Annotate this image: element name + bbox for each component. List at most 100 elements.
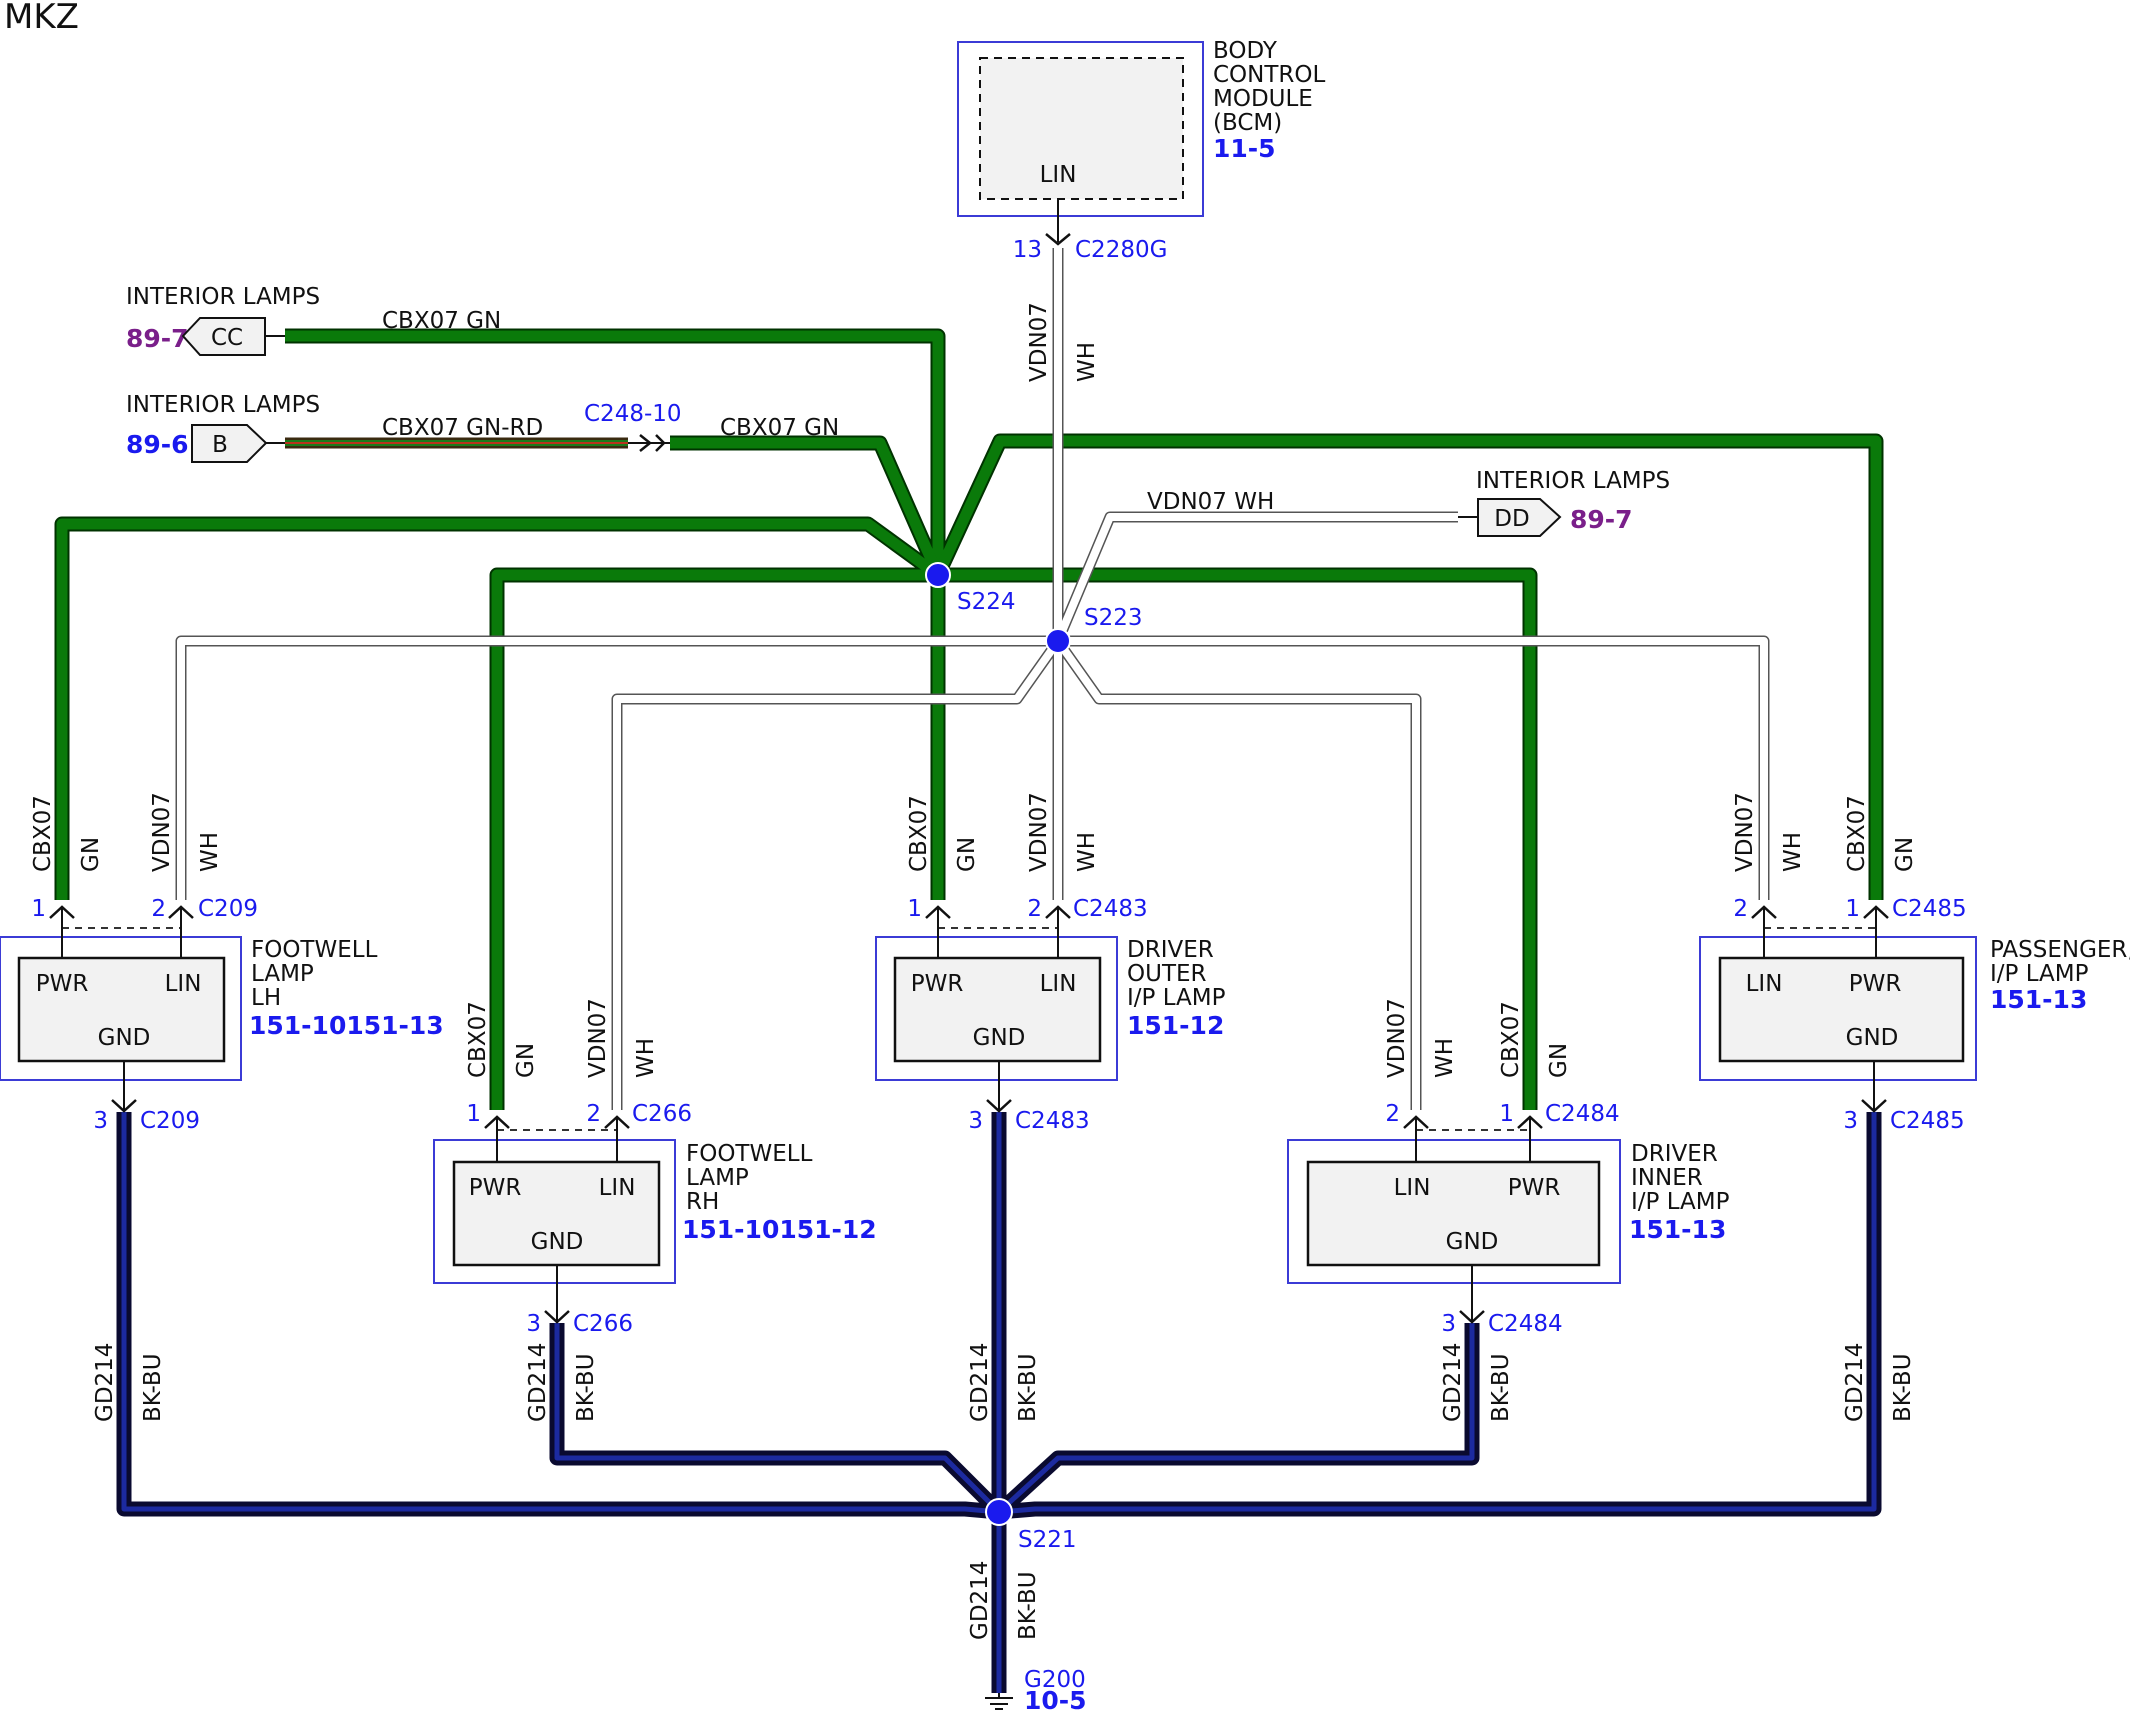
inline-connector-label: C248-10: [584, 401, 682, 427]
interior-lamps-dd: VDN07 WH DD INTERIOR LAMPS 89-7: [1147, 468, 1670, 537]
rh-pwr-pin: PWR: [469, 1175, 522, 1201]
model-title: MKZ: [4, 0, 79, 37]
outer-gd-circuit: GD214: [967, 1343, 993, 1422]
inner-name-line1: DRIVER: [1631, 1141, 1718, 1167]
driver-outer-ip-lamp: CBX07 GN VDN07 WH 1 2 C2483 PWR LIN GND …: [875, 792, 1226, 1422]
interior-dd-ref: 89-7: [1570, 505, 1633, 534]
footwell-lamp-rh: CBX07 GN VDN07 WH 1 2 C266 PWR LIN GND F…: [433, 998, 877, 1422]
gn-wire-cc: [285, 328, 946, 575]
interior-b-wire-in-label: CBX07 GN-RD: [382, 415, 543, 441]
pass-pin-left-no: 2: [1733, 896, 1748, 922]
bcm-wire-color: WH: [1074, 342, 1100, 382]
inner-gnd-no: 3: [1441, 1311, 1456, 1337]
lh-gd-color: BK-BU: [140, 1353, 166, 1422]
inner-ref: 151-13: [1629, 1215, 1726, 1244]
lh-pin-right-no: 2: [151, 896, 166, 922]
bcm-name-line2: CONTROL: [1213, 62, 1326, 88]
interior-cc-title: INTERIOR LAMPS: [126, 284, 320, 310]
pass-pin-right-no: 1: [1845, 896, 1860, 922]
lh-name-line3: LH: [251, 985, 281, 1011]
rh-gnd-connector: C266: [573, 1311, 633, 1337]
outer-name-line3: I/P LAMP: [1127, 985, 1226, 1011]
outer-connector: C2483: [1073, 896, 1148, 922]
outer-ref: 151-12: [1127, 1011, 1224, 1040]
splice-s224-label: S224: [957, 589, 1016, 615]
lh-name-line1: FOOTWELL: [251, 937, 378, 963]
inner-pin-left-no: 2: [1385, 1101, 1400, 1127]
interior-cc-wire-label: CBX07 GN: [382, 308, 501, 334]
lh-pwr-pin: PWR: [36, 971, 89, 997]
pass-gnd-connector: C2485: [1890, 1108, 1965, 1134]
lh-wh-color: WH: [197, 832, 223, 872]
outer-name-line1: DRIVER: [1127, 937, 1214, 963]
rh-ref: 151-10151-12: [682, 1215, 877, 1244]
inner-wh-circuit: VDN07: [1384, 998, 1410, 1078]
splice-s221: [985, 1498, 1013, 1526]
inner-connector: C2484: [1545, 1101, 1620, 1127]
bcm-lin-label: LIN: [1040, 162, 1077, 188]
gn-wire-c248: [670, 435, 945, 579]
rh-gnd-no: 3: [526, 1311, 541, 1337]
interior-lamps-b: INTERIOR LAMPS 89-6 B CBX07 GN-RD C248-1…: [126, 392, 839, 463]
outer-gn-circuit: CBX07: [906, 795, 932, 872]
inner-gd-circuit: GD214: [1440, 1343, 1466, 1422]
interior-b-title: INTERIOR LAMPS: [126, 392, 320, 418]
lh-gnd-no: 3: [93, 1108, 108, 1134]
outer-gn-color: GN: [954, 837, 980, 872]
bcm-name-line1: BODY: [1213, 38, 1278, 64]
outer-gnd-connector: C2483: [1015, 1108, 1090, 1134]
lh-gnd-connector: C209: [140, 1108, 200, 1134]
inner-name-line3: I/P LAMP: [1631, 1189, 1730, 1215]
rh-gd-color: BK-BU: [573, 1353, 599, 1422]
pass-gn-circuit: CBX07: [1844, 795, 1870, 872]
rh-gd-circuit: GD214: [525, 1343, 551, 1422]
splice-s223: [1045, 628, 1071, 654]
outer-pwr-pin: PWR: [911, 971, 964, 997]
dd-wire-label: VDN07 WH: [1147, 489, 1274, 515]
interior-dd-tag: [1477, 498, 1562, 537]
gn-wire-rh: [489, 567, 938, 1110]
pass-gnd-pin: GND: [1846, 1025, 1899, 1051]
wire-layer: [54, 248, 1884, 1693]
white-wires: [175, 248, 1770, 1110]
lh-gnd-pin: GND: [98, 1025, 151, 1051]
interior-lamps-cc: INTERIOR LAMPS 89-7 CC CBX07 GN: [126, 284, 501, 356]
interior-cc-tag-label: CC: [211, 325, 243, 351]
interior-b-ref: 89-6: [126, 430, 189, 459]
lh-lin-pin: LIN: [165, 971, 202, 997]
inner-gd-color: BK-BU: [1488, 1353, 1514, 1422]
bcm-name-line4: (BCM): [1213, 110, 1282, 136]
pass-ref: 151-13: [1990, 985, 2087, 1014]
bcm-name-line3: MODULE: [1213, 86, 1313, 112]
outer-pin-left-no: 1: [907, 896, 922, 922]
inner-gnd-connector: C2484: [1488, 1311, 1563, 1337]
footwell-lamp-lh: CBX07 GN VDN07 WH 1 2 C209 PWR LIN GND F…: [0, 792, 444, 1422]
interior-b-tag: [191, 424, 268, 463]
lh-gn-color: GN: [78, 837, 104, 872]
g200-gd-circuit: GD214: [967, 1561, 993, 1640]
pass-gn-color: GN: [1892, 837, 1918, 872]
rh-gnd-pin: GND: [531, 1229, 584, 1255]
splice-s221-label: S221: [1018, 1527, 1077, 1553]
bcm-ref: 11-5: [1213, 134, 1276, 163]
interior-dd-title: INTERIOR LAMPS: [1476, 468, 1670, 494]
inner-name-line2: INNER: [1631, 1165, 1703, 1191]
outer-gnd-no: 3: [968, 1108, 983, 1134]
splice-s223-label: S223: [1084, 605, 1143, 631]
lh-ref: 151-10151-13: [249, 1011, 444, 1040]
outer-wh-color: WH: [1074, 832, 1100, 872]
lh-pin-left-no: 1: [31, 896, 46, 922]
g200-gd-color: BK-BU: [1015, 1571, 1041, 1640]
outer-gnd-pin: GND: [973, 1025, 1026, 1051]
inner-gn-color: GN: [1546, 1043, 1572, 1078]
interior-b-tag-label: B: [212, 432, 228, 458]
rh-name-line1: FOOTWELL: [686, 1141, 813, 1167]
pass-lin-pin: LIN: [1746, 971, 1783, 997]
ground-wire-inner: [993, 1323, 1480, 1518]
pass-wh-color: WH: [1780, 832, 1806, 872]
pass-gnd-no: 3: [1843, 1108, 1858, 1134]
g200-ref: 10-5: [1024, 1686, 1087, 1711]
ground-wires: [116, 1112, 1882, 1693]
rh-connector: C266: [632, 1101, 692, 1127]
pass-gd-circuit: GD214: [1842, 1343, 1868, 1422]
